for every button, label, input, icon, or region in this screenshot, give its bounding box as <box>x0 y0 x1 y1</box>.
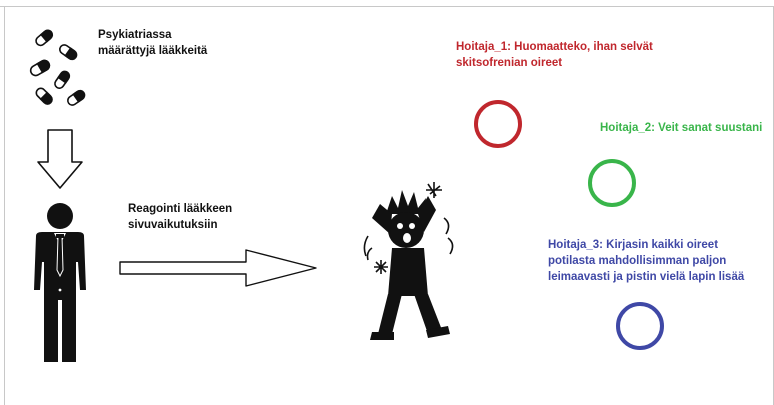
nurse-1-label: Hoitaja_1: Huomaatteko, ihan selvät skit… <box>456 39 653 71</box>
nurse-3-line-3: leimaavasti ja pistin vielä lapin lisää <box>548 271 745 283</box>
nurse-3-circle-icon <box>616 302 664 350</box>
frame-top-border <box>0 6 774 7</box>
pills-icon <box>29 29 86 106</box>
nurse-1-circle-icon <box>474 100 522 148</box>
nurse-3-line-2: potilasta mahdollisimman paljon <box>548 255 727 267</box>
frame-left-border <box>4 6 5 405</box>
medicine-label-line-2: määrättyjä lääkkeitä <box>98 45 208 57</box>
nurse-2-line-1: Hoitaja_2: Veit sanat suustani <box>600 122 763 134</box>
nurse-3-label: Hoitaja_3: Kirjasin kaikki oireet potila… <box>548 237 744 285</box>
nurse-2-label: Hoitaja_2: Veit sanat suustani <box>600 120 762 136</box>
medicine-label: Psykiatriassa määrättyjä lääkkeitä <box>98 27 207 59</box>
nurse-1-line-1: Hoitaja_1: Huomaatteko, ihan selvät <box>456 41 653 53</box>
nurse-2-circle-icon <box>588 159 636 207</box>
down-arrow-icon <box>37 129 83 189</box>
right-arrow-icon <box>119 249 317 287</box>
reaction-label-line-2: sivuvaikutuksiin <box>128 219 218 231</box>
nurse-3-line-1: Hoitaja_3: Kirjasin kaikki oireet <box>548 239 719 251</box>
reaction-label: Reagointi lääkkeen sivuvaikutuksiin <box>128 201 232 233</box>
medicine-label-line-1: Psykiatriassa <box>98 29 172 41</box>
nurse-1-line-2: skitsofrenian oireet <box>456 57 563 69</box>
distressed-person-icon <box>363 182 454 340</box>
businessman-icon <box>34 203 86 362</box>
reaction-label-line-1: Reagointi lääkkeen <box>128 203 233 215</box>
